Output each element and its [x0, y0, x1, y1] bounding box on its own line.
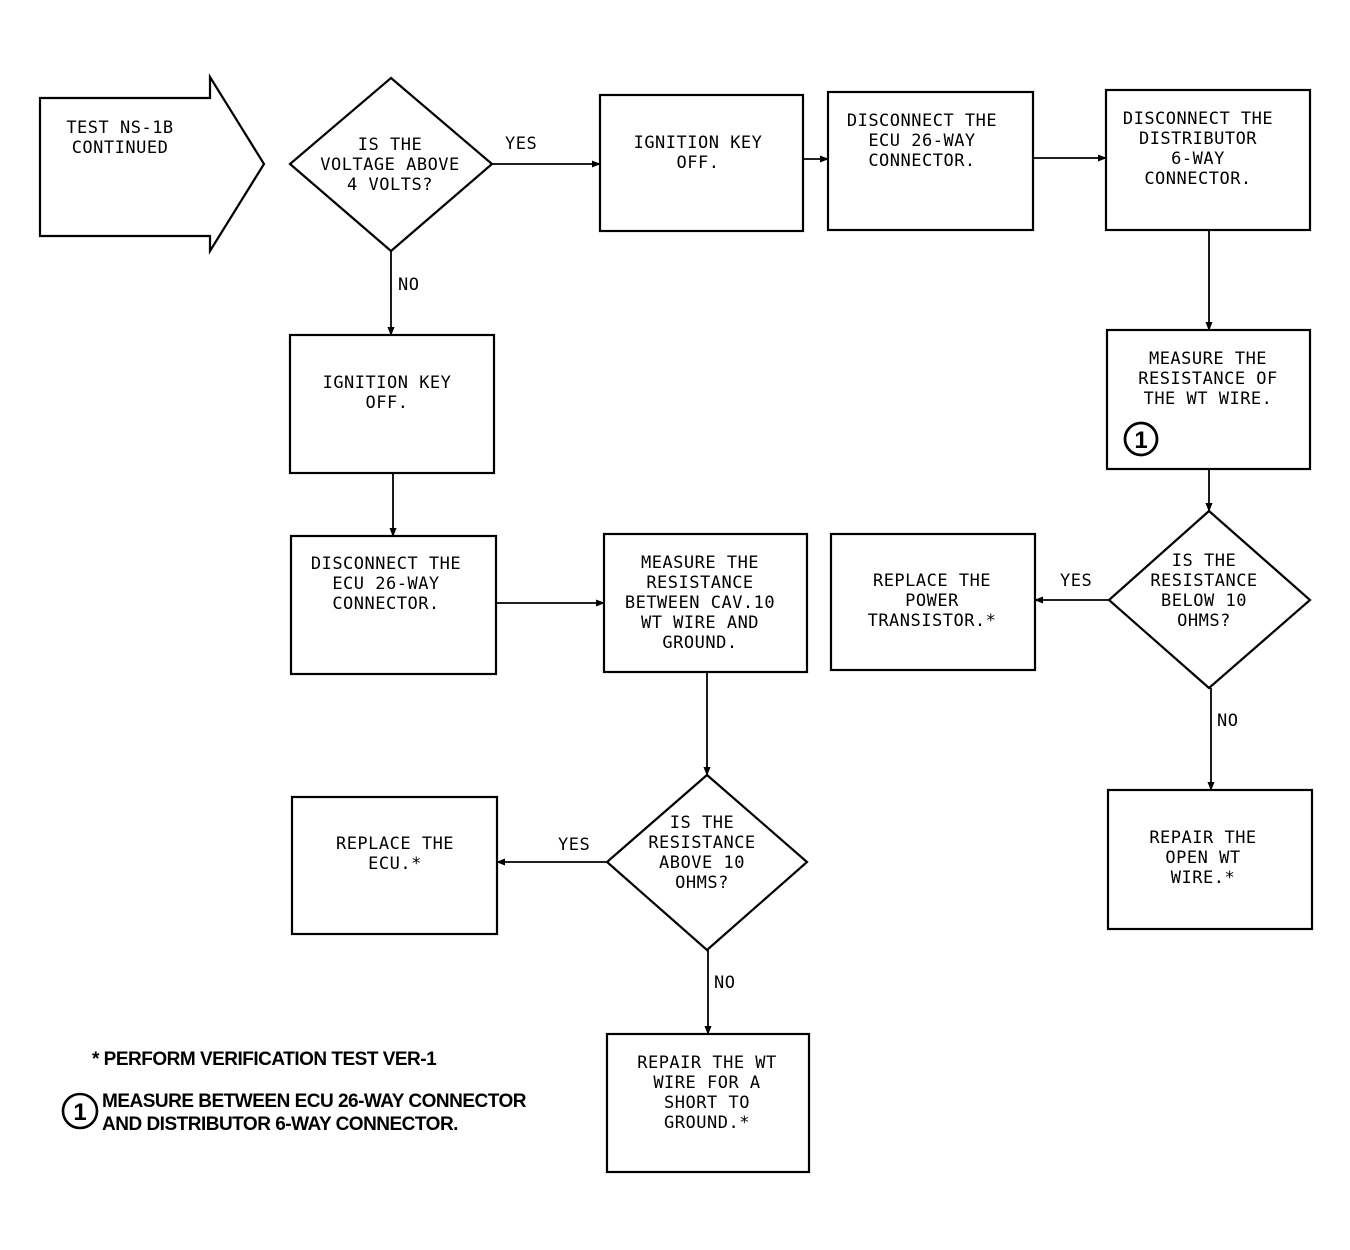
node-text-line: BETWEEN CAV.10	[625, 593, 775, 613]
label-d1-yes: YES	[505, 134, 537, 154]
node-text-line: BELOW 10	[1161, 591, 1247, 611]
node-text-line: 4 VOLTS?	[347, 175, 433, 195]
node-text-line: WIRE.*	[1171, 868, 1235, 888]
node-text-line: ABOVE 10	[659, 853, 745, 873]
footnote-measure-line-1: MEASURE BETWEEN ECU 26-WAY CONNECTOR	[102, 1091, 527, 1112]
box-disconnect-ecu-2	[289, 534, 498, 676]
node-text-line: VOLTAGE ABOVE	[320, 155, 460, 175]
footnote-measure-line-2: AND DISTRIBUTOR 6-WAY CONNECTOR.	[102, 1114, 458, 1135]
node-text-line: OPEN WT	[1165, 848, 1240, 868]
node-text-line: OFF.	[366, 393, 409, 413]
node-text-line: DISTRIBUTOR	[1139, 129, 1257, 149]
node-text-line: MEASURE THE	[1149, 349, 1267, 369]
node-text-line: MEASURE THE	[641, 553, 759, 573]
node-text-line: REPLACE THE	[336, 834, 454, 854]
box-disconnect-ecu-1	[826, 90, 1035, 232]
node-text-line: CONNECTOR.	[868, 151, 975, 171]
node-text-line: ECU.*	[368, 854, 422, 874]
callout-1-number: 1	[1134, 427, 1147, 454]
box-ignition-key-off-2	[288, 333, 496, 475]
node-text-line: SHORT TO	[664, 1093, 750, 1113]
box-disconnect-distributor	[1104, 88, 1312, 232]
box-measure-cav10-resistance	[602, 532, 809, 674]
node-text-line: RESISTANCE OF	[1138, 369, 1278, 389]
box-repair-short-to-ground	[605, 1032, 811, 1174]
label-d1-no: NO	[398, 275, 419, 295]
label-d-below-yes: YES	[1060, 571, 1092, 591]
node-text-line: REPAIR THE	[1149, 828, 1256, 848]
node-text-line: IS THE	[358, 135, 422, 155]
node-text-line: CONTINUED	[72, 138, 169, 158]
label-d-below-no: NO	[1217, 711, 1238, 731]
node-text-line: OHMS?	[1177, 611, 1231, 631]
footnote-verification: * PERFORM VERIFICATION TEST VER-1	[92, 1049, 437, 1070]
node-text-line: IGNITION KEY	[323, 373, 452, 393]
footnote-callout-circle	[61, 1092, 99, 1130]
node-text-line: REPLACE THE	[873, 571, 991, 591]
node-text-line: DISCONNECT THE	[1123, 109, 1273, 129]
label-d-above-no: NO	[714, 973, 735, 993]
decision-resistance-above-10	[605, 773, 809, 952]
node-text-line: ECU 26-WAY	[868, 131, 975, 151]
box-repair-open-wt-wire	[1106, 788, 1314, 931]
callout-1-circle	[1123, 421, 1159, 457]
node-text-line: GROUND.	[662, 633, 737, 653]
node-text-line: WIRE FOR A	[653, 1073, 760, 1093]
decision-resistance-below-10	[1107, 509, 1312, 690]
decision-voltage-above-4v	[288, 76, 494, 253]
box-replace-ecu	[290, 795, 499, 936]
node-text-line: IGNITION KEY	[634, 133, 763, 153]
connectors	[387, 154, 1215, 1035]
node-text-line: RESISTANCE	[1150, 571, 1257, 591]
node-text-line: RESISTANCE	[648, 833, 755, 853]
node-text-line: IS THE	[670, 813, 734, 833]
node-text-line: RESISTANCE	[646, 573, 753, 593]
node-text-line: CONNECTOR.	[332, 594, 439, 614]
node-text-line: DISCONNECT THE	[311, 554, 461, 574]
node-text-line: WT WIRE AND	[641, 613, 759, 633]
node-text-line: 6-WAY	[1171, 149, 1225, 169]
box-ignition-key-off-1	[598, 93, 805, 233]
label-d-above-yes: YES	[558, 835, 590, 855]
node-text-line: ECU 26-WAY	[332, 574, 439, 594]
node-text-line: IS THE	[1172, 551, 1236, 571]
start-arrow	[38, 73, 266, 255]
box-replace-power-transistor	[829, 532, 1037, 672]
node-text-line: CONNECTOR.	[1144, 169, 1251, 189]
node-text-line: POWER	[905, 591, 959, 611]
node-text-line: REPAIR THE WT	[637, 1053, 777, 1073]
node-text-line: THE WT WIRE.	[1144, 389, 1273, 409]
node-text-line: TEST NS-1B	[66, 118, 173, 138]
node-text-line: OFF.	[677, 153, 720, 173]
node-text-line: TRANSISTOR.*	[868, 611, 997, 631]
footnote-callout-number: 1	[73, 1099, 86, 1126]
node-text-line: OHMS?	[675, 873, 729, 893]
node-text-line: DISCONNECT THE	[847, 111, 997, 131]
node-text-line: GROUND.*	[664, 1113, 750, 1133]
